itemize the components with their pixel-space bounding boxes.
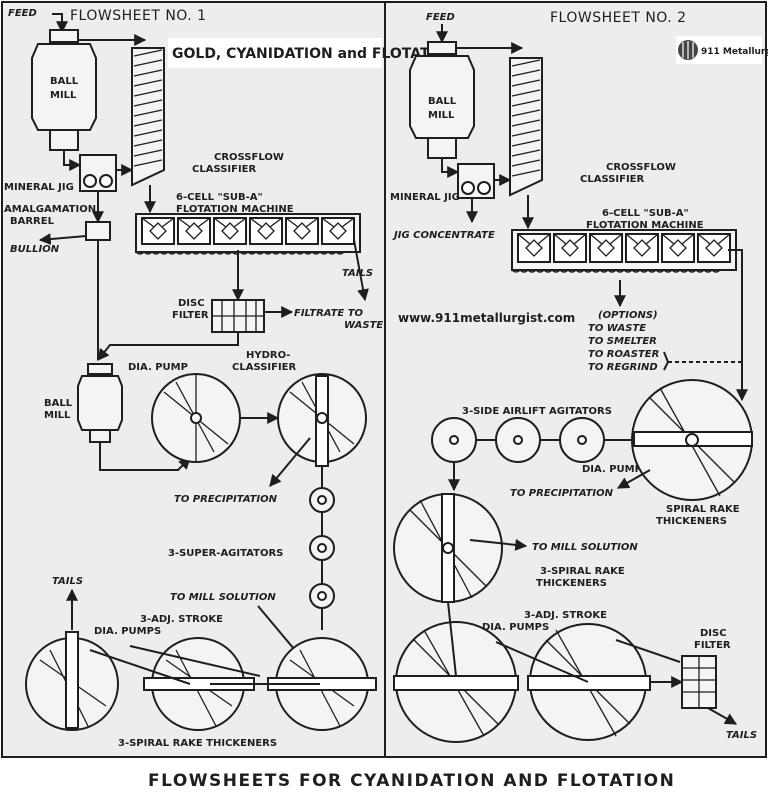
mineral-jig-icon: [79, 154, 117, 192]
disc-filter-label: DISC: [178, 298, 205, 309]
options-label: TO ROASTER: [588, 349, 659, 360]
disc-filter-icon: [211, 299, 265, 333]
super-agitator-icon: [309, 535, 335, 561]
flowsheet-1-title: FLOWSHEET NO. 1: [70, 8, 207, 24]
diagram-caption: FLOWSHEETS FOR CYANIDATION AND FLOTATION: [148, 771, 675, 791]
filtrate-label: WASTE: [344, 320, 383, 331]
feed-label: FEED: [8, 8, 37, 19]
precipitation-label: TO PRECIPITATION: [510, 488, 614, 499]
ball-mill-label: MILL: [44, 410, 71, 421]
mill-solution-label: TO MILL SOLUTION: [170, 592, 276, 603]
logo-text: 911 Metallurgist: [701, 47, 768, 57]
tails-label: TAILS: [726, 730, 757, 741]
bullion-label: BULLION: [10, 244, 60, 255]
website-label: www.911metallurgist.com: [398, 311, 575, 325]
thickeners-label: SPIRAL RAKE: [666, 504, 740, 515]
crossflow-classifier-icon: [131, 47, 165, 187]
ball-mill-label: MILL: [428, 110, 455, 121]
flowsheet-1: FLOWSHEET NO. 1 FEED GOLD, CYANIDATION a…: [4, 8, 458, 749]
thickeners-label: 3-SPIRAL RAKE: [540, 566, 625, 577]
dia-pump-label: DIA. PUMP: [582, 464, 642, 475]
thickener-icon: [631, 379, 753, 501]
super-agitators-label: 3-SUPER-AGITATORS: [168, 548, 283, 559]
jig-concentrate-label: JIG CONCENTRATE: [392, 230, 495, 241]
ball-mill-label: BALL: [50, 76, 79, 87]
ball-mill-label: BALL: [428, 96, 457, 107]
airlift-agitator-icon: [431, 417, 477, 463]
precipitation-label: TO PRECIPITATION: [174, 494, 278, 505]
crossflow-classifier-icon: [509, 57, 543, 197]
options-label: (OPTIONS): [598, 310, 658, 321]
thickener-icon: [277, 373, 367, 467]
airlift-agitator-icon: [495, 417, 541, 463]
options-label: TO WASTE: [588, 323, 646, 334]
disc-filter-label: FILTER: [694, 640, 731, 651]
dia-pumps-label: DIA. PUMPS: [482, 622, 549, 633]
flotation-machine-icon: [511, 229, 737, 273]
flotation-machine-icon: [135, 213, 361, 255]
classifier-label: CROSSFLOW: [606, 162, 676, 173]
thickener-icon: [143, 637, 255, 731]
hydroclassifier-icon: [151, 373, 241, 463]
banner-box: [168, 38, 382, 68]
airlift-agitator-icon: [559, 417, 605, 463]
flowsheet-2-title: FLOWSHEET NO. 2: [550, 10, 687, 26]
amalgamation-label: BARREL: [10, 216, 55, 227]
ball-mill-label: MILL: [50, 90, 77, 101]
ball-mill-icon: [31, 29, 97, 151]
thickeners-label: 3-SPIRAL RAKE THICKENERS: [118, 738, 277, 749]
classifier-label: CLASSIFIER: [192, 164, 257, 175]
ball-mill-icon: [409, 41, 475, 159]
dia-pump-label: DIA. PUMP: [128, 362, 188, 373]
flotation-label: FLOTATION MACHINE: [176, 204, 294, 215]
airlift-label: 3-SIDE AIRLIFT AGITATORS: [462, 406, 612, 417]
amalgamation-label: AMALGAMATION: [4, 204, 96, 215]
thickener-icon: [393, 621, 519, 743]
super-agitator-icon: [309, 487, 335, 513]
hydroclassifier-label: HYDRO-: [246, 350, 290, 361]
logo: 911 Metallurgist: [676, 36, 768, 64]
thickeners-label: THICKENERS: [656, 516, 727, 527]
tails-label: TAILS: [52, 576, 83, 587]
mineral-jig-label: MINERAL JIG: [390, 192, 460, 203]
flotation-label: 6-CELL "SUB-A": [602, 208, 689, 219]
super-agitator-icon: [309, 583, 335, 609]
hydroclassifier-label: CLASSIFIER: [232, 362, 297, 373]
ball-mill-label: BALL: [44, 398, 73, 409]
mineral-jig-icon: [457, 163, 495, 199]
banner-title: GOLD, CYANIDATION and FLOTATION: [172, 46, 458, 62]
filtrate-label: FILTRATE TO: [294, 308, 364, 319]
thickeners-label: THICKENERS: [536, 578, 607, 589]
adj-stroke-label: 3-ADJ. STROKE: [140, 614, 223, 625]
dia-pumps-label: DIA. PUMPS: [94, 626, 161, 637]
disc-filter-label: FILTER: [172, 310, 209, 321]
amalgamation-barrel-icon: [85, 221, 111, 241]
classifier-label: CROSSFLOW: [214, 152, 284, 163]
feed-label: FEED: [426, 12, 455, 23]
options-label: TO REGRIND: [588, 362, 658, 373]
flotation-label: 6-CELL "SUB-A": [176, 192, 263, 203]
tails-label: TAILS: [342, 268, 373, 279]
thickener-icon: [25, 631, 119, 731]
thickener-icon: [393, 493, 503, 603]
disc-filter-icon: [681, 655, 717, 709]
mineral-jig-label: MINERAL JIG: [4, 182, 74, 193]
classifier-label: CLASSIFIER: [580, 174, 645, 185]
disc-filter-label: DISC: [700, 628, 727, 639]
adj-stroke-label: 3-ADJ. STROKE: [524, 610, 607, 621]
flotation-label: FLOTATION MACHINE: [586, 220, 704, 231]
options-label: TO SMELTER: [588, 336, 657, 347]
thickener-icon: [267, 637, 377, 731]
flowsheet-2: FLOWSHEET NO. 2 FEED 911 Metallurgist BA…: [390, 10, 768, 743]
ball-mill-icon: [77, 363, 123, 443]
mill-solution-label: TO MILL SOLUTION: [532, 542, 638, 553]
